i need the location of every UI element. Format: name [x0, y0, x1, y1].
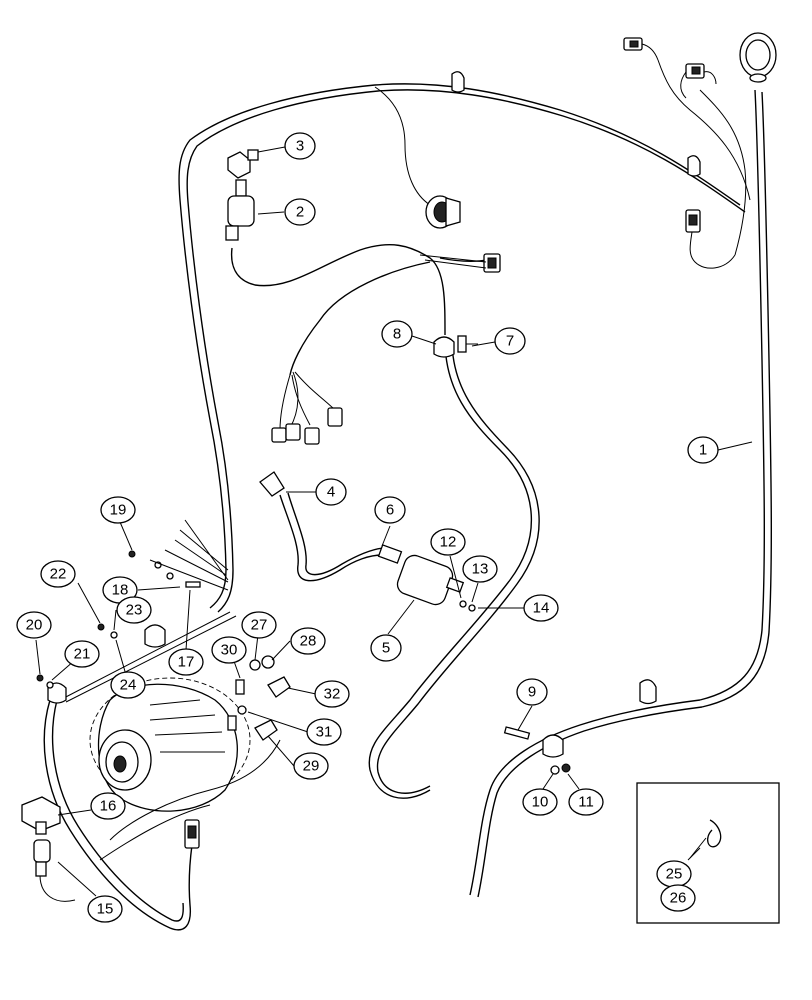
callout-2-label: 2 [296, 204, 304, 221]
callout-30: 30 [211, 636, 247, 664]
fitting-16 [21, 796, 61, 835]
callout-26-label: 26 [670, 890, 687, 907]
callout-10-label: 10 [532, 794, 549, 811]
callout-9: 9 [516, 678, 548, 706]
callout-31: 31 [306, 718, 342, 746]
callout-12-label: 12 [440, 534, 457, 551]
alternator [89, 677, 281, 861]
callout-14: 14 [523, 594, 559, 622]
callout-7-label: 7 [506, 333, 514, 350]
callout-26: 26 [660, 884, 696, 912]
callout-30-label: 30 [221, 642, 238, 659]
callout-1: 1 [687, 436, 719, 464]
callout-24: 24 [110, 671, 146, 699]
clamp-8 [433, 335, 478, 358]
main-harness [178, 59, 773, 898]
callout-10: 10 [522, 788, 558, 816]
callout-3: 3 [284, 132, 316, 160]
callout-15-label: 15 [97, 901, 114, 918]
callout-21: 21 [64, 640, 100, 668]
callout-12: 12 [430, 528, 466, 556]
callout-8: 8 [381, 320, 413, 348]
callout-22: 22 [40, 560, 76, 588]
plug-connectors-top [623, 37, 717, 233]
callout-8-label: 8 [393, 326, 401, 343]
callout-19: 19 [100, 496, 136, 524]
callout-18-label: 18 [112, 582, 129, 599]
callout-4: 4 [315, 478, 347, 506]
callout-16-label: 16 [100, 798, 117, 815]
callout-20: 20 [16, 611, 52, 639]
callout-27-label: 27 [251, 617, 268, 634]
callout-29: 29 [293, 752, 329, 780]
callout-25: 25 [656, 860, 692, 888]
callout-14-label: 14 [533, 600, 550, 617]
fitting-3 [227, 149, 259, 179]
callout-18: 18 [102, 576, 138, 604]
callout-23-label: 23 [126, 602, 143, 619]
callout-28: 28 [290, 627, 326, 655]
round-connector [739, 32, 777, 83]
callout-32-label: 32 [324, 686, 341, 703]
sender-2 [225, 179, 255, 241]
callout-11: 11 [568, 788, 604, 816]
callout-4-label: 4 [327, 484, 335, 501]
callout-29-label: 29 [303, 758, 320, 775]
callout-11-label: 11 [578, 794, 594, 811]
hardware-small [36, 519, 571, 775]
callout-7: 7 [494, 327, 526, 355]
callout-19-label: 19 [110, 502, 127, 519]
callout-16: 16 [90, 792, 126, 820]
grommet-connector [425, 195, 461, 229]
callout-3-label: 3 [296, 138, 304, 155]
callout-27: 27 [241, 611, 277, 639]
callout-2: 2 [284, 198, 316, 226]
terminals [227, 655, 291, 741]
switch-15 [33, 839, 51, 877]
callout-31-label: 31 [316, 724, 333, 741]
callout-13: 13 [462, 555, 498, 583]
callout-5-label: 5 [382, 640, 390, 657]
callout-1-label: 1 [699, 442, 707, 459]
callout-28-label: 28 [300, 633, 317, 650]
callout-21-label: 21 [74, 646, 91, 663]
callout-5: 5 [370, 634, 402, 662]
callout-17-label: 17 [178, 654, 195, 671]
callout-17: 17 [168, 648, 204, 676]
callout-24-label: 24 [120, 677, 137, 694]
callout-20-label: 20 [26, 617, 43, 634]
callout-23: 23 [116, 596, 152, 624]
filter-5 [377, 544, 465, 606]
callout-6-label: 6 [386, 502, 394, 519]
callout-6: 6 [374, 496, 406, 524]
hose-4 [259, 471, 385, 582]
callout-13-label: 13 [472, 561, 489, 578]
callout-15: 15 [87, 895, 123, 923]
callout-9-label: 9 [528, 684, 536, 701]
sensor-harness [230, 244, 540, 799]
lower-left-harness [39, 611, 237, 931]
callout-32: 32 [314, 680, 350, 708]
callout-22-label: 22 [50, 566, 67, 583]
inset-box [636, 782, 780, 924]
callout-25-label: 25 [666, 866, 683, 883]
